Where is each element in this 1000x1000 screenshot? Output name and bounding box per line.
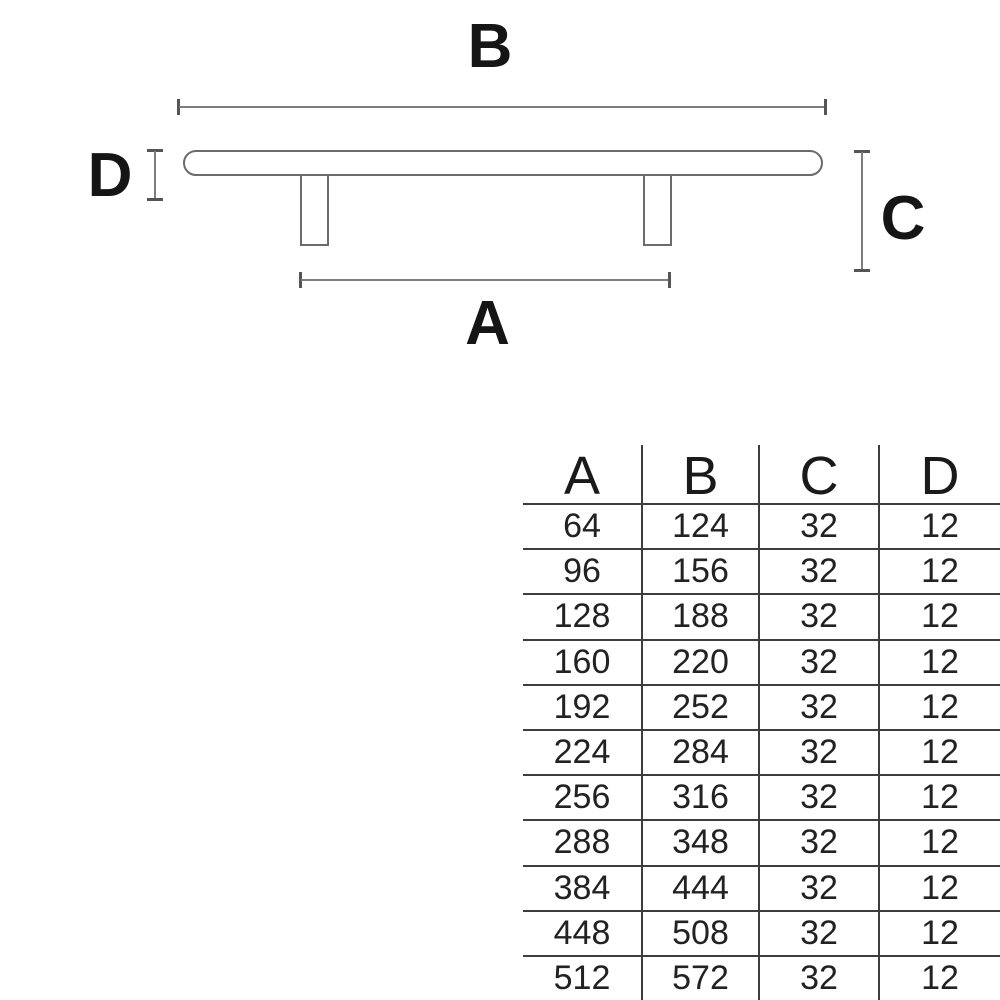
table-cell: 32 [760, 866, 880, 910]
mounting-post-left [300, 174, 329, 246]
table-cell: 12 [921, 552, 959, 591]
header-cell-a: A [523, 445, 643, 507]
table-cell: 96 [523, 550, 643, 594]
table-header-row: A B C D [523, 445, 1000, 507]
table-cell: 124 [643, 505, 760, 549]
table-cell: 12 [921, 778, 959, 817]
table-cell: 32 [760, 821, 880, 865]
dim-cap-b-left [177, 99, 180, 115]
header-cell-b: B [643, 445, 760, 507]
table-cell: 384 [523, 866, 643, 910]
table-cell: 188 [643, 595, 760, 639]
table-cell: 288 [523, 821, 643, 865]
table-row: 256 316 32 12 [523, 774, 1000, 820]
table-row: 512 572 32 12 [523, 954, 1000, 1000]
table-cell: 32 [760, 685, 880, 729]
dim-cap-a-left [299, 272, 302, 288]
table-cell: 128 [523, 595, 643, 639]
table-cell: 12 [921, 868, 959, 907]
table-cell: 252 [643, 685, 760, 729]
table-row: 192 252 32 12 [523, 683, 1000, 729]
table-cell: 32 [760, 956, 880, 1000]
table-cell: 12 [921, 597, 959, 636]
table-cell: 32 [760, 911, 880, 955]
table-row: 448 508 32 12 [523, 909, 1000, 955]
table-cell: 192 [523, 685, 643, 729]
table-cell: 160 [523, 640, 643, 684]
table-cell: 32 [760, 730, 880, 775]
table-cell: 12 [921, 958, 959, 997]
table-cell: 448 [523, 911, 643, 955]
table-cell: 512 [523, 956, 643, 1000]
table-cell: 12 [921, 913, 959, 952]
handle-dimension-diagram: B D C A [0, 0, 1000, 430]
dim-cap-c-top [854, 150, 870, 153]
dim-cap-c-bottom [854, 269, 870, 272]
table-row: 384 444 32 12 [523, 864, 1000, 910]
header-cell-d: D [920, 446, 960, 506]
table-row: 288 348 32 12 [523, 819, 1000, 865]
table-row: 128 188 32 12 [523, 593, 1000, 639]
table-cell: 220 [643, 640, 760, 684]
table-cell: 32 [760, 505, 880, 549]
table-row: 224 284 32 12 [523, 728, 1000, 775]
dimensions-table: A B C D 64 124 32 12 96 156 32 12 128 18… [523, 445, 1000, 1000]
dim-label-c: C [880, 184, 926, 253]
table-cell: 12 [921, 823, 959, 862]
table-row: 160 220 32 12 [523, 638, 1000, 684]
dim-label-a: A [465, 289, 510, 358]
table-cell: 316 [643, 776, 760, 820]
table-cell: 32 [760, 640, 880, 684]
table-cell: 32 [760, 550, 880, 594]
table-cell: 32 [760, 776, 880, 820]
table-cell: 12 [921, 733, 959, 772]
table-row: 96 156 32 12 [523, 548, 1000, 594]
dim-cap-d-bottom [147, 198, 163, 201]
table-cell: 508 [643, 911, 760, 955]
table-cell: 572 [643, 956, 760, 1000]
table-cell: 32 [760, 595, 880, 639]
table-cell: 12 [921, 687, 959, 726]
dim-cap-b-right [824, 99, 827, 115]
table-cell: 224 [523, 730, 643, 775]
table-row: 64 124 32 12 [523, 503, 1000, 549]
header-cell-c: C [760, 445, 880, 507]
mounting-post-right [643, 174, 672, 246]
table-cell: 444 [643, 866, 760, 910]
table-cell: 348 [643, 821, 760, 865]
table-cell: 256 [523, 776, 643, 820]
table-cell: 284 [643, 730, 760, 775]
table-cell: 12 [921, 642, 959, 681]
dim-label-d: D [87, 141, 133, 210]
handle-bar [183, 150, 823, 176]
table-cell: 12 [921, 507, 959, 546]
dim-cap-a-right [668, 272, 671, 288]
dim-label-b: B [467, 12, 513, 81]
table-cell: 64 [523, 505, 643, 549]
table-cell: 156 [643, 550, 760, 594]
dim-cap-d-top [147, 149, 163, 152]
